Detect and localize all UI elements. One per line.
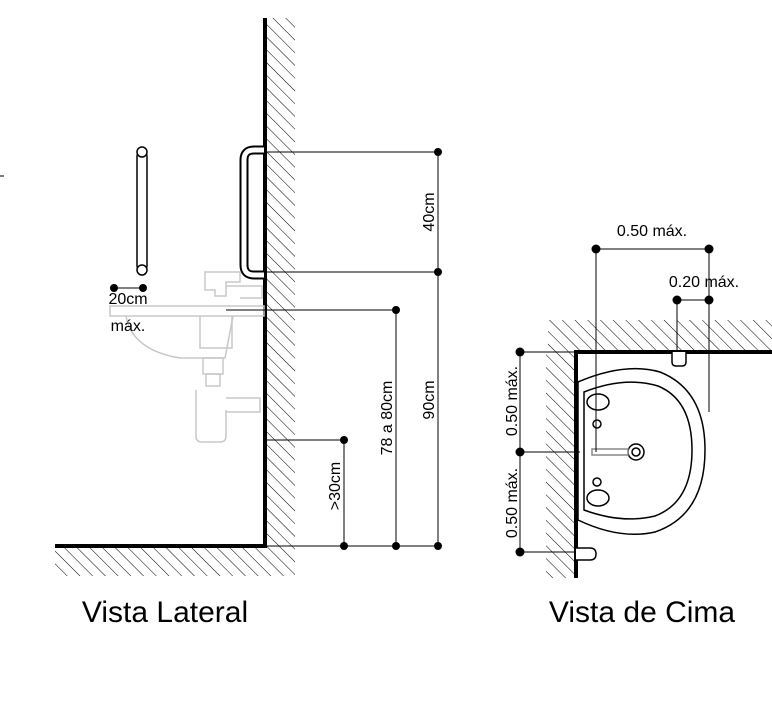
wall-hatch bbox=[265, 18, 295, 546]
floor-hatch bbox=[55, 546, 295, 576]
side-view-caption: Vista Lateral bbox=[82, 596, 248, 629]
side-dimension-dots bbox=[110, 148, 442, 550]
vertical-grab-bar bbox=[136, 146, 148, 276]
top-sink bbox=[576, 352, 706, 561]
side-view: 40cm 90cm 78 a 80cm >30cm 20cm máx. Vist… bbox=[0, 18, 442, 629]
top-view: 0.50 máx. 0.20 máx. 0.50 máx. 0.50 máx. … bbox=[504, 223, 772, 629]
wall-grab-bar bbox=[239, 145, 264, 280]
top-offset-label: 0.20 máx. bbox=[669, 274, 739, 291]
bar-offset-suffix: máx. bbox=[111, 318, 146, 335]
top-width-label: 0.50 máx. bbox=[617, 223, 687, 240]
side-dimension-lines bbox=[0, 151, 439, 547]
grab-bar-height-label: 40cm bbox=[421, 192, 438, 231]
total-height-label: 90cm bbox=[421, 380, 438, 419]
top-dimension-dots bbox=[515, 244, 714, 557]
sink-rim-height-label: 78 a 80cm bbox=[379, 381, 396, 456]
side-wall-hatch bbox=[546, 352, 576, 578]
bar-offset-label: 20cm bbox=[108, 291, 147, 308]
top-view-caption: Vista de Cima bbox=[549, 596, 736, 629]
knee-clearance-label: >30cm bbox=[327, 462, 344, 510]
left-upper-label: 0.50 máx. bbox=[504, 366, 521, 436]
left-lower-label: 0.50 máx. bbox=[504, 468, 521, 538]
sink-fixture bbox=[109, 271, 265, 443]
back-wall-hatch bbox=[548, 320, 772, 352]
